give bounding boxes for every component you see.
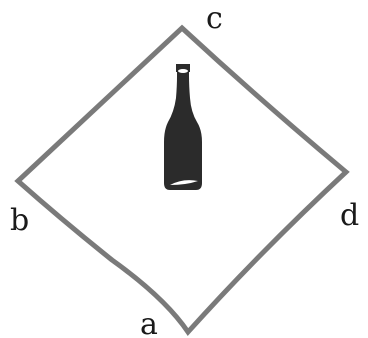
vertex-label-c: c bbox=[206, 1, 223, 36]
vertex-label-a: a bbox=[140, 307, 158, 338]
vertex-label-b: b bbox=[10, 203, 29, 238]
vertex-label-d: d bbox=[340, 198, 359, 233]
bottle-body bbox=[164, 68, 202, 190]
bottle-icon bbox=[164, 64, 202, 190]
bottle-neck-highlight bbox=[178, 69, 188, 73]
